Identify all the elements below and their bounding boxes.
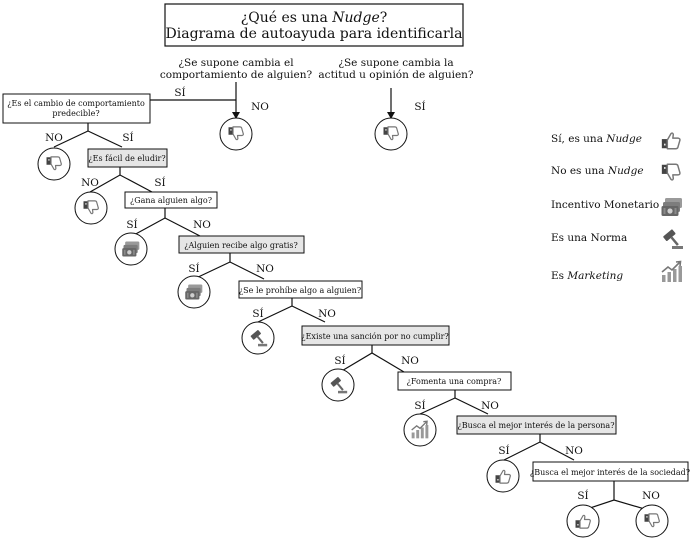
- outcome-circle-q9-no: [635, 504, 669, 538]
- question-box-someone-gains: [124, 191, 218, 209]
- split-q5: [257, 305, 326, 323]
- split-q9: [583, 499, 649, 511]
- question-someone-gains: ¿Gana alguien algo?: [130, 196, 212, 205]
- q9-no-label: NO: [642, 490, 660, 502]
- q8-si-label: SÍ: [498, 443, 509, 457]
- q9-si-label: SÍ: [577, 488, 588, 502]
- question-box-easy-to-avoid: [87, 148, 168, 168]
- q2-no-label: NO: [81, 177, 99, 189]
- split-q7: [419, 397, 489, 415]
- question-box-personal-interest: [456, 415, 617, 435]
- question-box-receives-free: [178, 235, 305, 254]
- question-promotes-purchase: ¿Fomenta una compra?: [407, 377, 502, 386]
- behavior-arrowhead: [232, 112, 240, 119]
- split-q2: [89, 174, 153, 193]
- question-easy-to-avoid: ¿Es fácil de eludir?: [88, 154, 165, 163]
- legend-label-marketing: Es Marketing: [551, 270, 623, 282]
- q8-no-label: NO: [565, 445, 583, 457]
- question-sanction: ¿Existe una sanción por no cumplir?: [301, 332, 448, 341]
- question-society-interest: ¿Busca el mejor interés de la sociedad?: [530, 468, 690, 477]
- question-box-sanction: [301, 325, 450, 346]
- question-box-forbidden: [238, 280, 363, 299]
- outcome-circle-q8-si: [486, 459, 520, 493]
- attitude-arrowhead: [387, 112, 395, 119]
- behavior-no-label: NO: [251, 101, 269, 113]
- split-q1: [53, 130, 123, 148]
- title-line-1: ¿Qué es una Nudge?: [241, 10, 388, 26]
- split-q6: [339, 352, 405, 373]
- q7-no-label: NO: [481, 400, 499, 412]
- behavior-si-label: SÍ: [174, 85, 185, 99]
- attitude-si-label: SÍ: [414, 99, 425, 113]
- thumbs-down-icon: [661, 163, 681, 181]
- chart-up-icon: [661, 260, 683, 283]
- split-q8: [503, 441, 575, 461]
- legend-label-norm: Es una Norma: [551, 232, 627, 244]
- outcome-circle-attitude-si: [374, 117, 408, 151]
- q1-no-label: NO: [45, 132, 63, 144]
- outcome-circle-q7-si: [403, 413, 437, 447]
- q6-no-label: NO: [401, 355, 419, 367]
- q5-no-label: NO: [318, 308, 336, 320]
- legend: Sí, es una Nudge No es una Nudge Incenti…: [551, 132, 683, 283]
- thumbs-up-icon: [661, 132, 681, 150]
- q3-no-label: NO: [193, 219, 211, 231]
- q1-si-label: SÍ: [122, 130, 133, 144]
- title-box: ¿Qué es una Nudge? Diagrama de autoayuda…: [164, 3, 464, 47]
- question-box-society-interest: [532, 461, 689, 482]
- question-forbidden: ¿Se le prohíbe algo a alguien?: [239, 286, 361, 295]
- q5-si-label: SÍ: [252, 306, 263, 320]
- q4-no-label: NO: [256, 263, 274, 275]
- outcome-circle-behavior-no: [219, 117, 253, 151]
- split-q3: [131, 217, 201, 237]
- q2-si-label: SÍ: [154, 175, 165, 189]
- gavel-icon: [662, 229, 683, 250]
- q6-si-label: SÍ: [334, 353, 345, 367]
- question-personal-interest: ¿Busca el mejor interés de la persona?: [458, 421, 615, 430]
- money-icon: [661, 198, 682, 216]
- q4-si-label: SÍ: [188, 261, 199, 275]
- question-box-predictable: [2, 93, 151, 124]
- q3-si-label: SÍ: [126, 217, 137, 231]
- legend-label-nudge-yes: Sí, es una Nudge: [551, 133, 642, 145]
- q7-si-label: SÍ: [414, 398, 425, 412]
- legend-label-money: Incentivo Monetario: [551, 199, 659, 211]
- question-receives-free: ¿Alguien recibe algo gratis?: [184, 241, 298, 250]
- outcome-circle-q2-no: [74, 191, 108, 225]
- split-q4: [193, 261, 265, 280]
- outcome-circle-q1-no: [37, 147, 71, 181]
- outcome-circle-q9-si: [566, 504, 600, 538]
- title-line-2: Diagrama de autoayuda para identificarla: [166, 26, 463, 42]
- legend-label-nudge-no: No es una Nudge: [551, 165, 644, 177]
